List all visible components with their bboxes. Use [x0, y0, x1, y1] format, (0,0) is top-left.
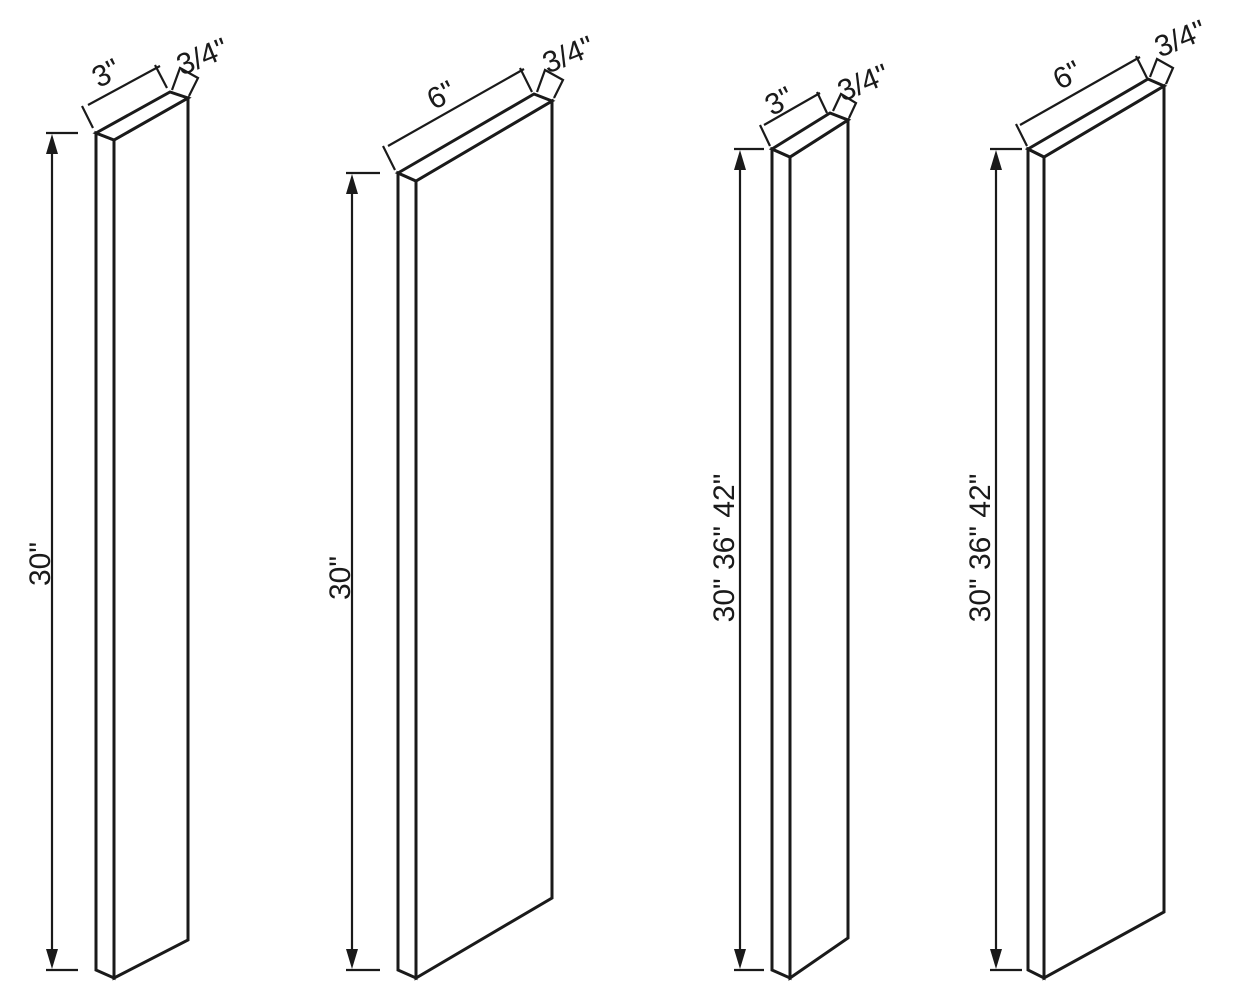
- panel-2-body: [394, 92, 556, 981]
- panel-1-body: [92, 90, 192, 981]
- panel-1-height-label: 30": [24, 542, 57, 586]
- panel-4: 30" 36" 42" 6" 3/4": [964, 14, 1211, 981]
- panel-1-depth-dimension: 3/4": [170, 32, 233, 97]
- panel-2-depth-label: 3/4": [538, 30, 599, 80]
- panel-2-height-dimension: 30": [324, 171, 380, 972]
- panel-3-body: [768, 111, 852, 981]
- panel-1-depth-label: 3/4": [172, 32, 233, 82]
- panel-4-depth-dimension: 3/4": [1148, 14, 1211, 85]
- panel-4-height-dimension: 30" 36" 42": [964, 147, 1022, 972]
- panel-3: 30" 36" 42" 3" 3/4": [708, 58, 894, 981]
- panel-3-height-dimension: 30" 36" 42": [708, 147, 764, 972]
- panel-4-body: [1024, 77, 1168, 981]
- panel-2-depth-dimension: 3/4": [535, 30, 599, 99]
- panel-2-width-label: 6": [422, 75, 462, 117]
- panel-3-height-label: 30" 36" 42": [708, 474, 741, 623]
- panel-4-depth-label: 3/4": [1150, 14, 1211, 64]
- panel-1: 30" 3" 3/4": [24, 32, 233, 981]
- panel-2: 30" 6" 3/4": [324, 30, 599, 981]
- panel-1-height-dimension: 30": [24, 131, 78, 972]
- panel-4-height-label: 30" 36" 42": [964, 474, 997, 623]
- panel-3-depth-label: 3/4": [833, 58, 894, 108]
- panel-3-depth-dimension: 3/4": [832, 58, 894, 119]
- panel-2-height-label: 30": [324, 556, 357, 600]
- panel-3-width-label: 3": [760, 81, 800, 123]
